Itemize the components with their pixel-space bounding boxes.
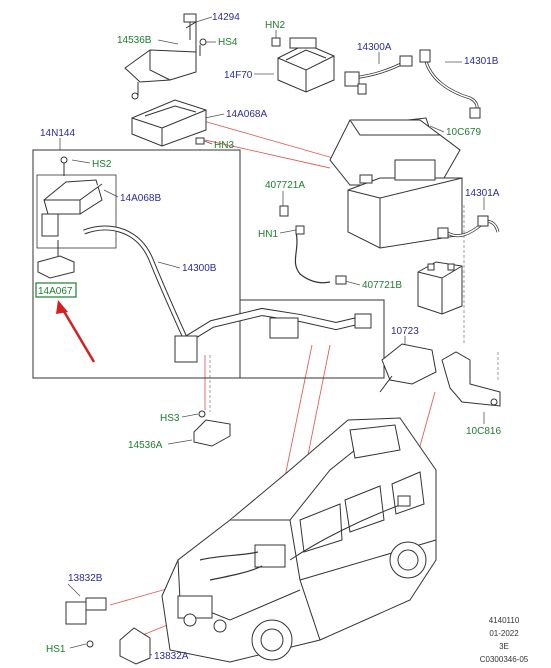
part-14A067-bracket [37, 240, 75, 279]
label-hn3: HN3 [214, 140, 234, 151]
highlight-arrow [56, 300, 96, 363]
ref-line-3: 3E [499, 642, 509, 651]
part-407721B-connector [335, 275, 347, 285]
part-10C816-bracket [441, 351, 501, 407]
label-10723: 10723 [391, 326, 419, 337]
label-hs1: HS1 [46, 644, 66, 655]
label-14N144: 14N144 [40, 128, 75, 139]
part-aux-battery [417, 261, 463, 315]
ref-line-2: 01-2022 [489, 629, 519, 638]
label-14300A: 14300A [357, 42, 392, 53]
part-13832A-horn [119, 627, 151, 665]
label-14301B: 14301B [464, 56, 499, 67]
part-hs3-screw [198, 410, 206, 418]
label-407721A: 407721A [265, 180, 305, 191]
label-14A067: 14A067 [38, 286, 73, 297]
label-14A068B: 14A068B [120, 193, 161, 204]
part-hn2-nut [271, 37, 281, 47]
label-14301A: 14301A [465, 188, 500, 199]
vehicle-illustration [161, 417, 437, 663]
label-14294: 14294 [212, 12, 240, 23]
label-14A068A: 14A068A [226, 109, 267, 120]
module-subframe [36, 174, 117, 249]
label-13832A: 13832A [154, 651, 189, 662]
part-hs2-screw [60, 156, 68, 176]
part-hn3-nut [195, 137, 205, 145]
part-14536B-bracket [124, 21, 197, 100]
label-407721B: 407721B [362, 280, 402, 291]
label-hs3: HS3 [160, 413, 180, 424]
label-14F70: 14F70 [224, 70, 253, 81]
part-13832B-horn [65, 597, 107, 625]
ref-line-4: C0300346-05 [480, 655, 529, 664]
part-14300B-cable [83, 225, 372, 363]
part-14301B-cable [419, 49, 481, 119]
label-13832B: 13832B [68, 573, 103, 584]
part-hs4-screw [199, 38, 207, 56]
highlight-box-14A067 [35, 282, 77, 298]
part-407721A-connector [279, 205, 331, 284]
label-14536A: 14536A [128, 440, 163, 451]
part-14A068A-module [131, 99, 207, 147]
part-hs1-screw [86, 640, 94, 648]
label-10C679: 10C679 [446, 127, 481, 138]
label-14536B: 14536B [117, 35, 152, 46]
ref-line-1: 4140110 [489, 616, 520, 625]
part-14A068B-module [41, 179, 103, 237]
label-14300B: 14300B [182, 263, 217, 274]
part-14300A-cable [344, 55, 413, 95]
label-hn2: HN2 [265, 20, 285, 31]
label-10C816: 10C816 [466, 426, 501, 437]
part-14536A-bracket [193, 419, 231, 447]
label-hs2: HS2 [92, 159, 112, 170]
part-10723-bracket [379, 343, 437, 393]
label-hs4: HS4 [218, 37, 238, 48]
part-14294-bolt [183, 13, 197, 40]
part-battery-main [347, 159, 463, 249]
part-14301A-cable [437, 215, 500, 239]
label-hn1: HN1 [258, 229, 278, 240]
part-14F70-fusebox [277, 37, 335, 93]
